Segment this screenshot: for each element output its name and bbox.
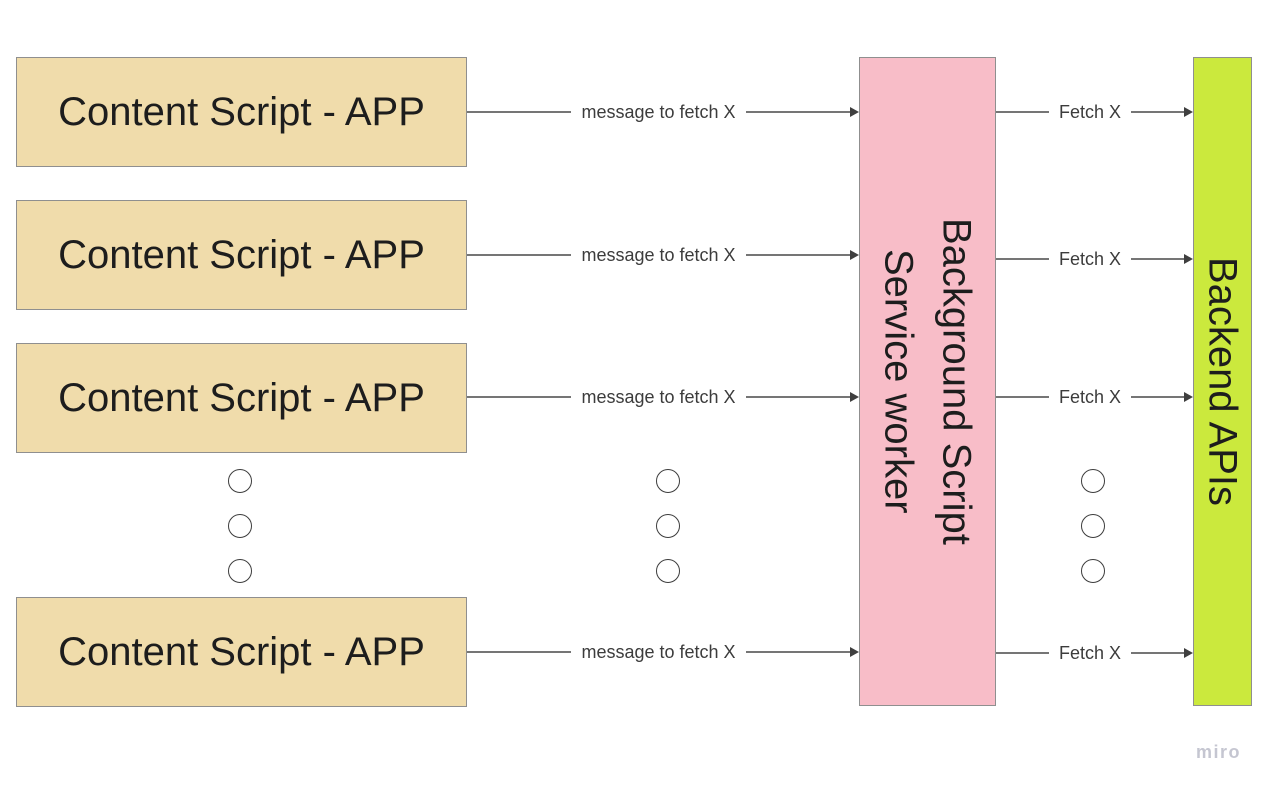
message-arrow-2[interactable]: message to fetch X (467, 235, 859, 275)
content-script-box-4[interactable]: Content Script - APP (16, 597, 467, 707)
miro-logo: miro (1196, 742, 1242, 762)
connector-line (996, 111, 1049, 113)
arrowhead-icon (850, 250, 859, 260)
message-arrow-label: message to fetch X (581, 386, 736, 407)
arrowhead-icon (1184, 648, 1193, 658)
message-arrow-label: message to fetch X (581, 641, 736, 662)
connector-line (745, 254, 850, 256)
service-worker-line: Service worker (876, 249, 921, 514)
connector-line (467, 254, 572, 256)
connector-line (745, 396, 850, 398)
ellipsis-dot[interactable] (656, 469, 680, 493)
connector-line (1131, 111, 1184, 113)
message-arrow-1[interactable]: message to fetch X (467, 92, 859, 132)
backend-apis-box[interactable]: Backend APIs (1193, 57, 1252, 706)
message-arrow-label: message to fetch X (581, 244, 736, 265)
backend-apis-label: Backend APIs (1200, 256, 1245, 507)
arrowhead-icon (850, 392, 859, 402)
ellipsis-dot[interactable] (1081, 514, 1105, 538)
fetch-arrow-label: Fetch X (1058, 101, 1122, 122)
background-script-line: Background Script (934, 218, 979, 545)
ellipsis-dot[interactable] (228, 559, 252, 583)
connector-line (996, 396, 1049, 398)
message-arrow-3[interactable]: message to fetch X (467, 377, 859, 417)
connector-line (745, 111, 850, 113)
fetch-arrow-4[interactable]: Fetch X (996, 633, 1193, 673)
ellipsis-dot[interactable] (228, 514, 252, 538)
connector-line (996, 652, 1049, 654)
content-script-box-2[interactable]: Content Script - APP (16, 200, 467, 310)
content-script-label: Content Script - APP (58, 375, 425, 420)
ellipsis-dot[interactable] (656, 559, 680, 583)
fetch-arrow-label: Fetch X (1058, 642, 1122, 663)
content-script-label: Content Script - APP (58, 232, 425, 277)
content-script-label: Content Script - APP (58, 629, 425, 674)
connector-line (467, 396, 572, 398)
connector-line (1131, 396, 1184, 398)
arrowhead-icon (850, 107, 859, 117)
background-service-worker-label: Background Script Service worker (870, 218, 986, 545)
fetch-arrow-1[interactable]: Fetch X (996, 92, 1193, 132)
fetch-arrow-3[interactable]: Fetch X (996, 377, 1193, 417)
connector-line (467, 111, 572, 113)
ellipsis-dot[interactable] (656, 514, 680, 538)
connector-line (467, 651, 572, 653)
content-script-box-3[interactable]: Content Script - APP (16, 343, 467, 453)
connector-line (745, 651, 850, 653)
connector-line (1131, 258, 1184, 260)
arrowhead-icon (1184, 392, 1193, 402)
arrowhead-icon (850, 647, 859, 657)
fetch-arrow-label: Fetch X (1058, 386, 1122, 407)
background-service-worker-box[interactable]: Background Script Service worker (859, 57, 996, 706)
connector-line (1131, 652, 1184, 654)
ellipsis-dot[interactable] (228, 469, 252, 493)
message-arrow-label: message to fetch X (581, 101, 736, 122)
ellipsis-dot[interactable] (1081, 469, 1105, 493)
connector-line (996, 258, 1049, 260)
content-script-box-1[interactable]: Content Script - APP (16, 57, 467, 167)
fetch-arrow-label: Fetch X (1058, 248, 1122, 269)
fetch-arrow-2[interactable]: Fetch X (996, 239, 1193, 279)
arrowhead-icon (1184, 107, 1193, 117)
ellipsis-dot[interactable] (1081, 559, 1105, 583)
message-arrow-4[interactable]: message to fetch X (467, 632, 859, 672)
content-script-label: Content Script - APP (58, 89, 425, 134)
arrowhead-icon (1184, 254, 1193, 264)
